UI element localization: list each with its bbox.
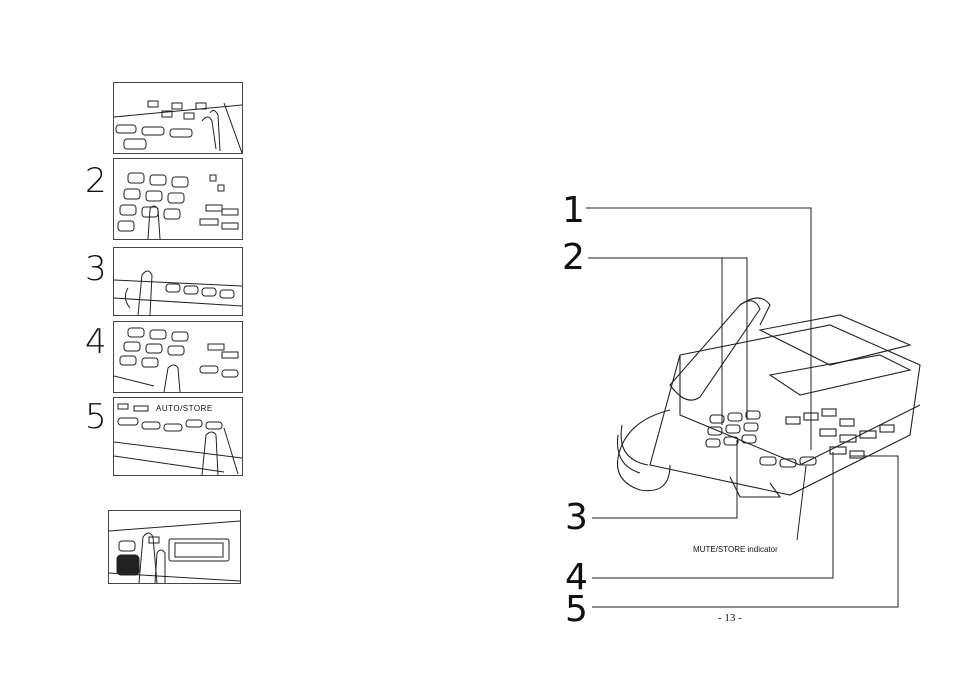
callout-5: 5 (565, 592, 588, 628)
page-number: - 13 - (718, 612, 742, 624)
callout-3: 3 (565, 500, 588, 536)
callout-2: 2 (562, 240, 585, 276)
callout-1: 1 (562, 193, 585, 229)
mute-store-indicator-label: MUTE/STORE indicator (693, 545, 778, 554)
